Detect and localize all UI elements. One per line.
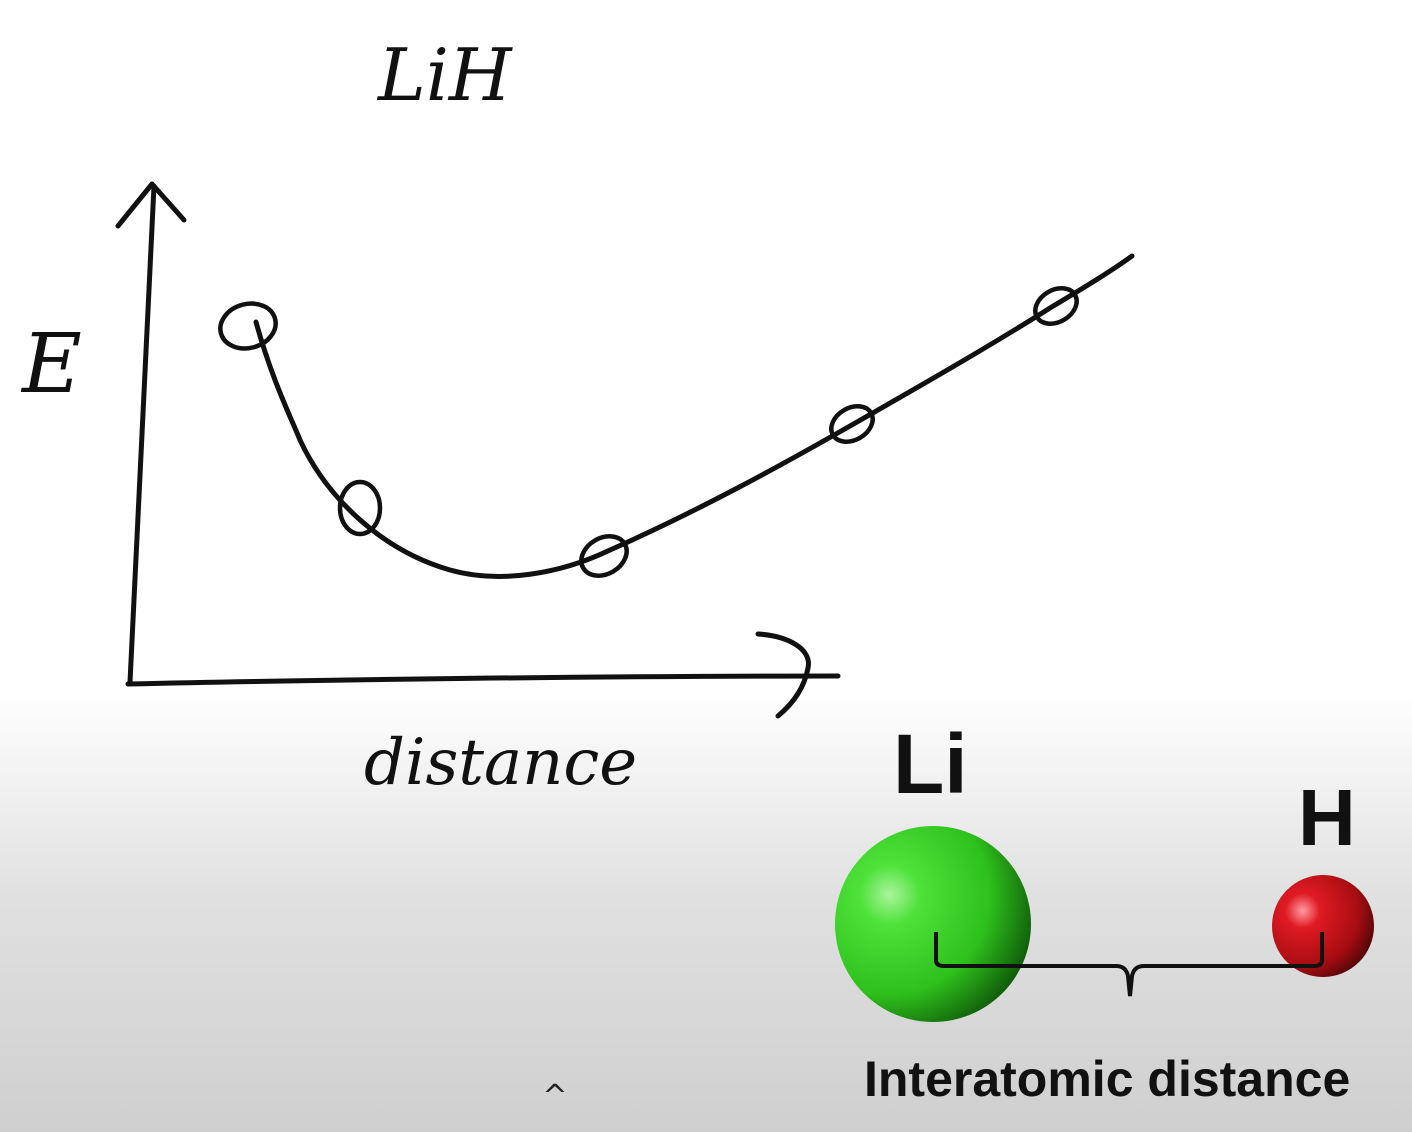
sketch-title: LiH bbox=[376, 33, 513, 117]
lithium-label: Li bbox=[893, 717, 968, 811]
y-axis-label: E bbox=[20, 317, 82, 412]
sample-point bbox=[337, 479, 383, 537]
energy-curve bbox=[253, 253, 1135, 579]
x-axis bbox=[125, 673, 841, 687]
x-axis-arrowhead bbox=[755, 631, 811, 719]
sample-point bbox=[1033, 286, 1079, 326]
sample-point bbox=[218, 301, 278, 351]
hydrogen-label: H bbox=[1298, 773, 1356, 862]
chevron-up-icon[interactable]: ^ bbox=[542, 1079, 568, 1114]
y-axis-arrowhead bbox=[115, 181, 187, 229]
distance-bracket bbox=[934, 932, 1324, 997]
y-axis bbox=[127, 183, 157, 685]
sample-point bbox=[579, 534, 629, 578]
interatomic-distance-caption: Interatomic distance bbox=[864, 1051, 1351, 1107]
x-axis-label: distance bbox=[364, 726, 637, 800]
hydrogen-atom bbox=[1272, 875, 1374, 977]
lih-molecule-illustration bbox=[835, 826, 1374, 1022]
sample-points bbox=[218, 286, 1079, 578]
sample-point bbox=[829, 404, 875, 444]
lithium-atom bbox=[835, 826, 1031, 1022]
